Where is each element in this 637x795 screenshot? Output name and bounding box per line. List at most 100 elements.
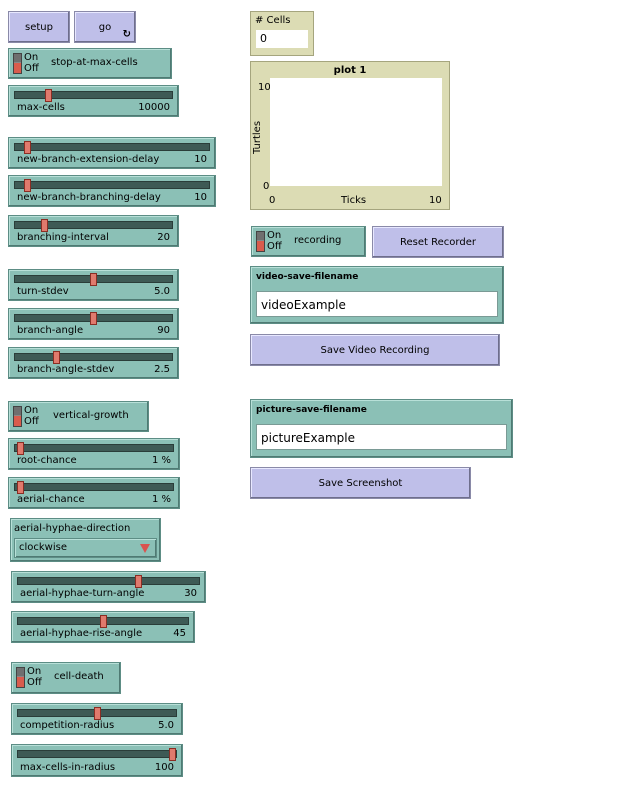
picture-save-filename-input[interactable]: picture-save-filename pictureExample <box>250 399 513 458</box>
slider-value: 10 <box>194 192 207 203</box>
on-label: On <box>24 52 39 63</box>
chooser-value: clockwise <box>19 542 68 553</box>
plot-1: plot 1 Turtles 10 0 0 Ticks 10 <box>250 61 450 210</box>
video-filename-field[interactable]: videoExample <box>256 291 498 317</box>
slider-name: branching-interval <box>17 232 109 243</box>
slider-track <box>14 91 173 99</box>
dropdown-arrow-icon <box>140 544 150 553</box>
slider-name: branch-angle-stdev <box>17 364 115 375</box>
video-save-filename-input[interactable]: video-save-filename videoExample <box>250 266 504 324</box>
chooser-select[interactable]: clockwise <box>14 538 157 558</box>
slider-track <box>14 221 173 229</box>
slider-thumb[interactable] <box>16 442 24 455</box>
go-button-label: go <box>98 21 112 33</box>
plot-y-tick-min: 0 <box>263 181 270 192</box>
slider-track <box>14 353 173 361</box>
slider-value: 30 <box>184 588 197 599</box>
slider-name: max-cells-in-radius <box>20 762 116 773</box>
monitor-value: 0 <box>256 30 308 48</box>
slider-track <box>14 143 210 151</box>
slider-value: 45 <box>173 628 186 639</box>
slider-thumb[interactable] <box>16 481 24 494</box>
slider-name: competition-radius <box>20 720 115 731</box>
toggle-icon <box>256 231 265 252</box>
toggle-icon <box>16 667 25 688</box>
branching-interval-slider[interactable]: branching-interval 20 <box>8 215 179 247</box>
slider-name: turn-stdev <box>17 286 69 297</box>
plot-x-tick-min: 0 <box>269 195 276 206</box>
slider-value: 10000 <box>138 102 170 113</box>
slider-thumb[interactable] <box>24 141 32 154</box>
slider-thumb[interactable] <box>40 219 48 232</box>
slider-name: aerial-hyphae-rise-angle <box>20 628 143 639</box>
slider-thumb[interactable] <box>90 312 97 325</box>
competition-radius-slider[interactable]: competition-radius 5.0 <box>11 703 183 735</box>
save-screenshot-button[interactable]: Save Screenshot <box>250 467 471 499</box>
slider-name: new-branch-branching-delay <box>17 192 161 203</box>
go-button[interactable]: go ↻ <box>74 11 136 43</box>
slider-thumb[interactable] <box>45 89 52 102</box>
slider-thumb[interactable] <box>93 707 101 720</box>
reset-recorder-label: Reset Recorder <box>400 236 476 248</box>
slider-name: max-cells <box>17 102 65 113</box>
setup-button[interactable]: setup <box>8 11 70 43</box>
max-cells-in-radius-slider[interactable]: max-cells-in-radius 100 <box>11 744 183 777</box>
plot-x-label: Ticks <box>341 195 367 206</box>
slider-track <box>14 444 174 452</box>
input-label: picture-save-filename <box>256 405 367 415</box>
on-label: On <box>267 230 282 241</box>
monitor-label: # Cells <box>255 15 291 26</box>
off-label: Off <box>27 677 42 688</box>
plot-y-tick-max: 10 <box>258 82 271 93</box>
branch-angle-stdev-slider[interactable]: branch-angle-stdev 2.5 <box>8 347 179 379</box>
slider-thumb[interactable] <box>52 351 60 364</box>
slider-track <box>17 577 200 585</box>
plot-y-label: Turtles <box>252 120 264 155</box>
toggle-icon <box>13 53 22 74</box>
new-branch-branching-delay-slider[interactable]: new-branch-branching-delay 10 <box>8 175 216 207</box>
plot-area <box>270 78 442 186</box>
slider-value: 5.0 <box>158 720 174 731</box>
save-video-recording-button[interactable]: Save Video Recording <box>250 334 500 366</box>
max-cells-slider[interactable]: max-cells 10000 <box>8 85 179 117</box>
aerial-hyphae-direction-chooser[interactable]: aerial-hyphae-direction clockwise <box>10 518 161 562</box>
slider-value: 20 <box>157 232 170 243</box>
plot-x-tick-max: 10 <box>429 195 442 206</box>
chooser-label: aerial-hyphae-direction <box>14 523 131 534</box>
slider-thumb[interactable] <box>134 575 142 588</box>
picture-filename-field[interactable]: pictureExample <box>256 424 507 450</box>
setup-button-label: setup <box>25 21 53 33</box>
save-screenshot-label: Save Screenshot <box>318 477 403 489</box>
stop-at-max-cells-label: stop-at-max-cells <box>51 57 138 68</box>
slider-value: 2.5 <box>154 364 170 375</box>
forever-icon: ↻ <box>122 29 131 40</box>
slider-thumb[interactable] <box>169 748 176 761</box>
slider-thumb[interactable] <box>90 273 97 286</box>
cell-death-label: cell-death <box>54 671 104 682</box>
off-label: Off <box>24 416 39 427</box>
slider-name: aerial-chance <box>17 494 85 505</box>
slider-track <box>14 483 174 491</box>
save-video-label: Save Video Recording <box>320 344 430 356</box>
slider-value: 100 <box>154 762 174 773</box>
slider-value: 1 % <box>151 455 171 466</box>
slider-thumb[interactable] <box>99 615 107 628</box>
slider-thumb[interactable] <box>24 179 32 192</box>
slider-value: 10 <box>194 154 207 165</box>
slider-value: 90 <box>157 325 170 336</box>
on-label: On <box>27 666 42 677</box>
plot-title: plot 1 <box>333 65 367 76</box>
reset-recorder-button[interactable]: Reset Recorder <box>372 226 504 258</box>
off-label: Off <box>267 241 282 252</box>
aerial-hyphae-rise-angle-slider[interactable]: aerial-hyphae-rise-angle 45 <box>11 611 195 643</box>
